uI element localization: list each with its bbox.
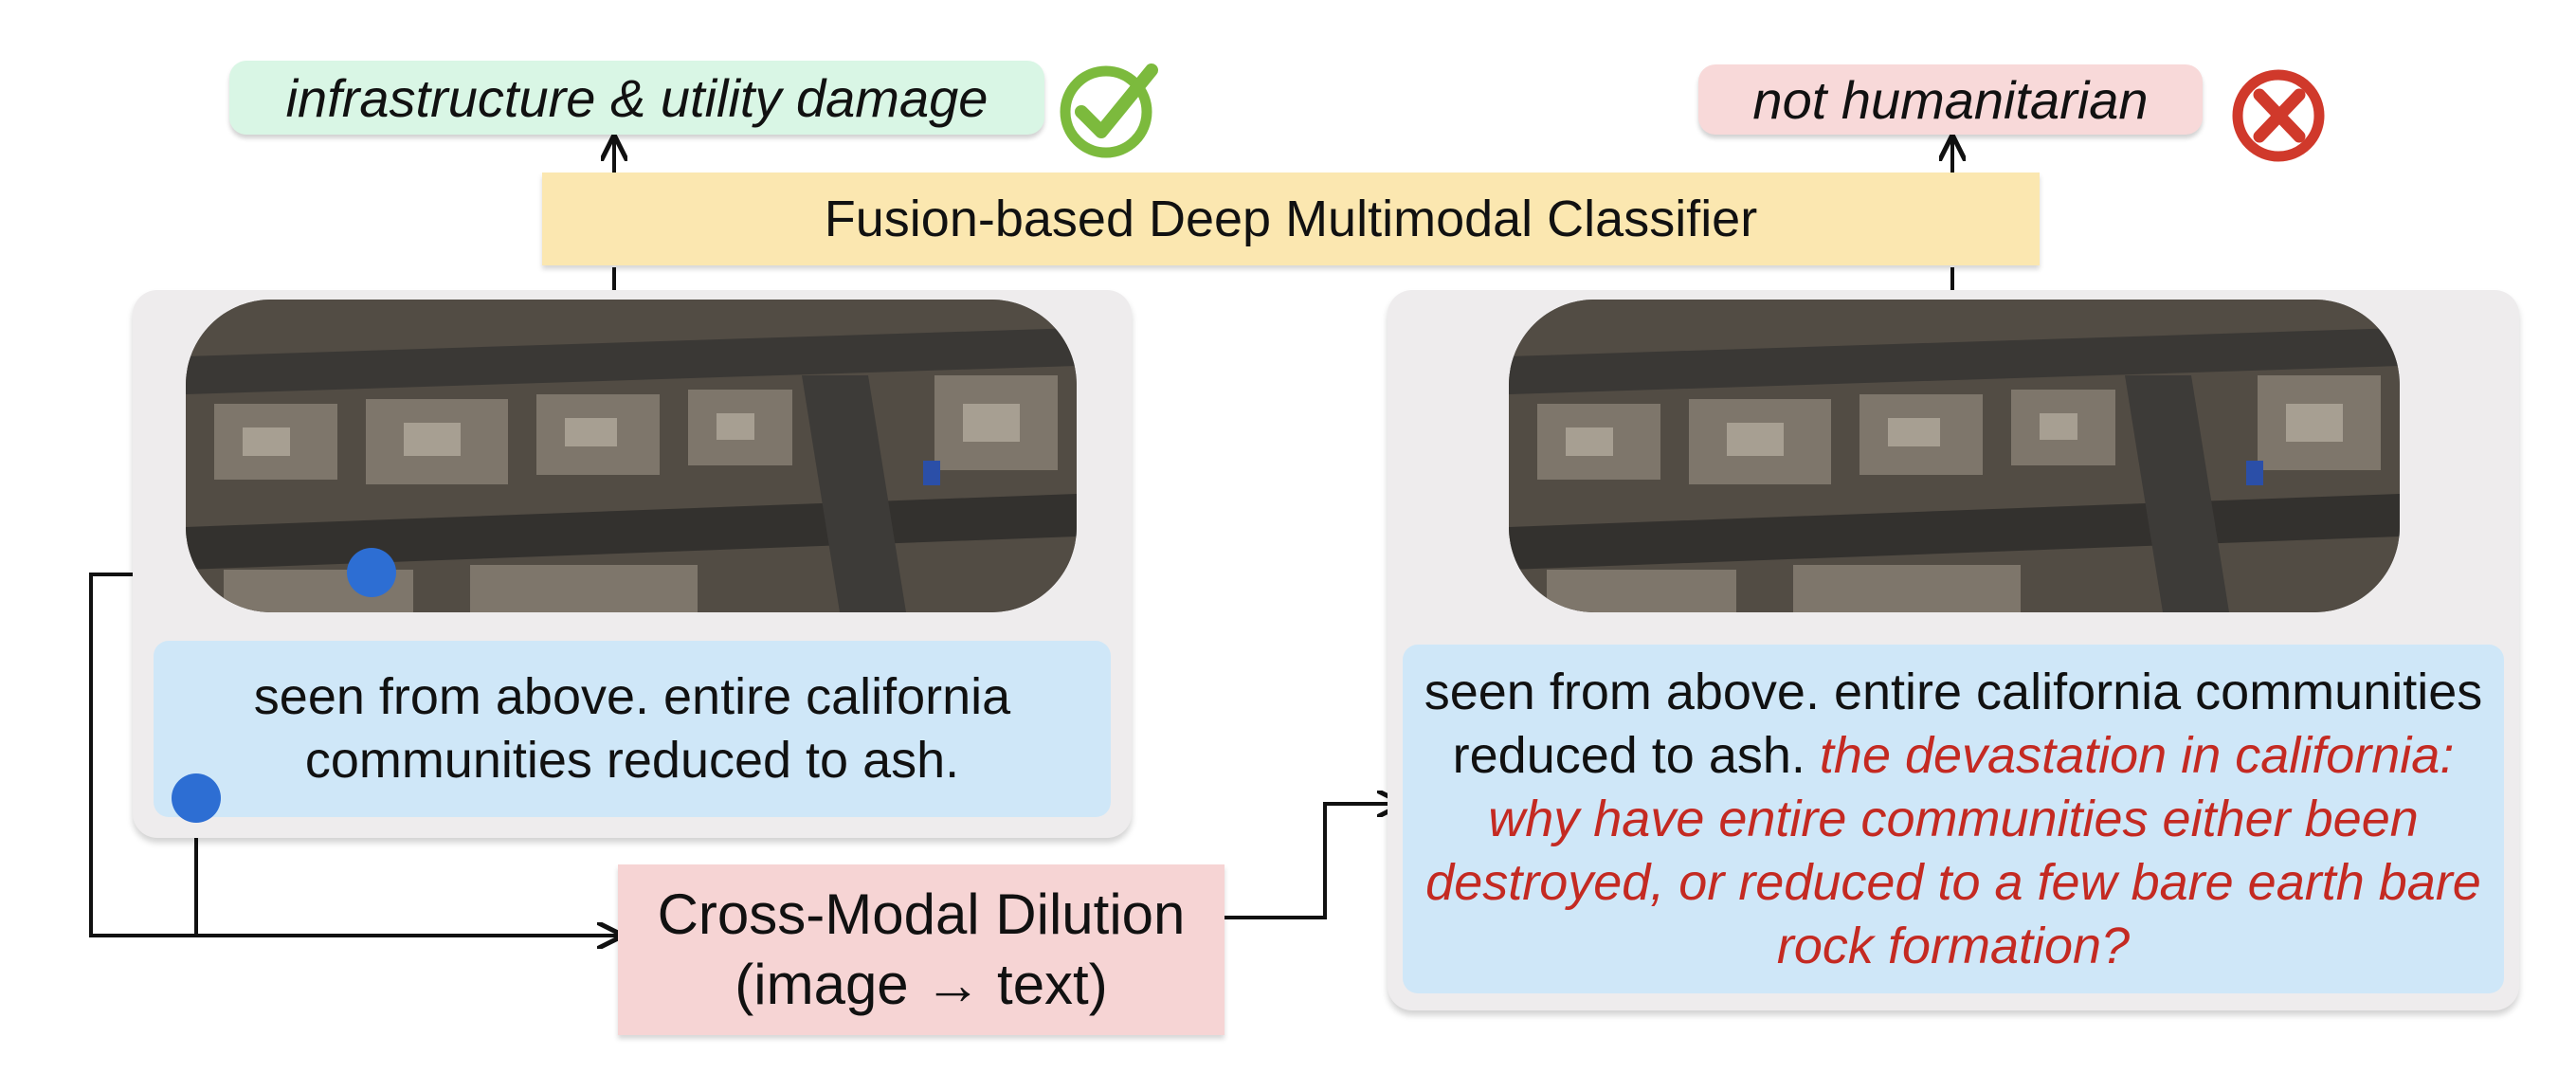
multimodal-classifier-box: Fusion-based Deep Multimodal Classifier: [542, 173, 2040, 265]
x-circle-icon: [2223, 61, 2330, 167]
wrong-output-text: not humanitarian: [1752, 69, 2149, 130]
aerial-fire-image-copy: [1509, 300, 2400, 612]
cross-modal-dilution-box: Cross-Modal Dilution (image → text): [618, 864, 1225, 1035]
text-connector-dot: [172, 773, 221, 823]
wrong-output-label: not humanitarian: [1698, 64, 2203, 135]
dilution-subtitle: (image → text): [735, 953, 1108, 1016]
original-caption-box: seen from above. entire california commu…: [154, 641, 1111, 817]
classifier-title: Fusion-based Deep Multimodal Classifier: [824, 191, 1758, 247]
diluted-caption-added: the devastation in california: why have …: [1425, 726, 2481, 974]
correct-output-label: infrastructure & utility damage: [229, 61, 1044, 135]
check-circle-icon: [1057, 57, 1163, 163]
correct-output-text: infrastructure & utility damage: [285, 67, 989, 128]
original-caption-text: seen from above. entire california commu…: [253, 668, 1011, 789]
dilution-title: Cross-Modal Dilution: [657, 882, 1186, 946]
image-connector-dot: [347, 548, 396, 597]
diluted-caption-text: seen from above. entire california commu…: [1406, 661, 2501, 978]
diluted-caption-original: seen from above. entire california commu…: [1424, 663, 2483, 784]
diluted-caption-box: seen from above. entire california commu…: [1403, 645, 2504, 993]
aerial-fire-image: [186, 300, 1077, 612]
dilution-to-diluted-text-arrow: [1225, 804, 1401, 919]
